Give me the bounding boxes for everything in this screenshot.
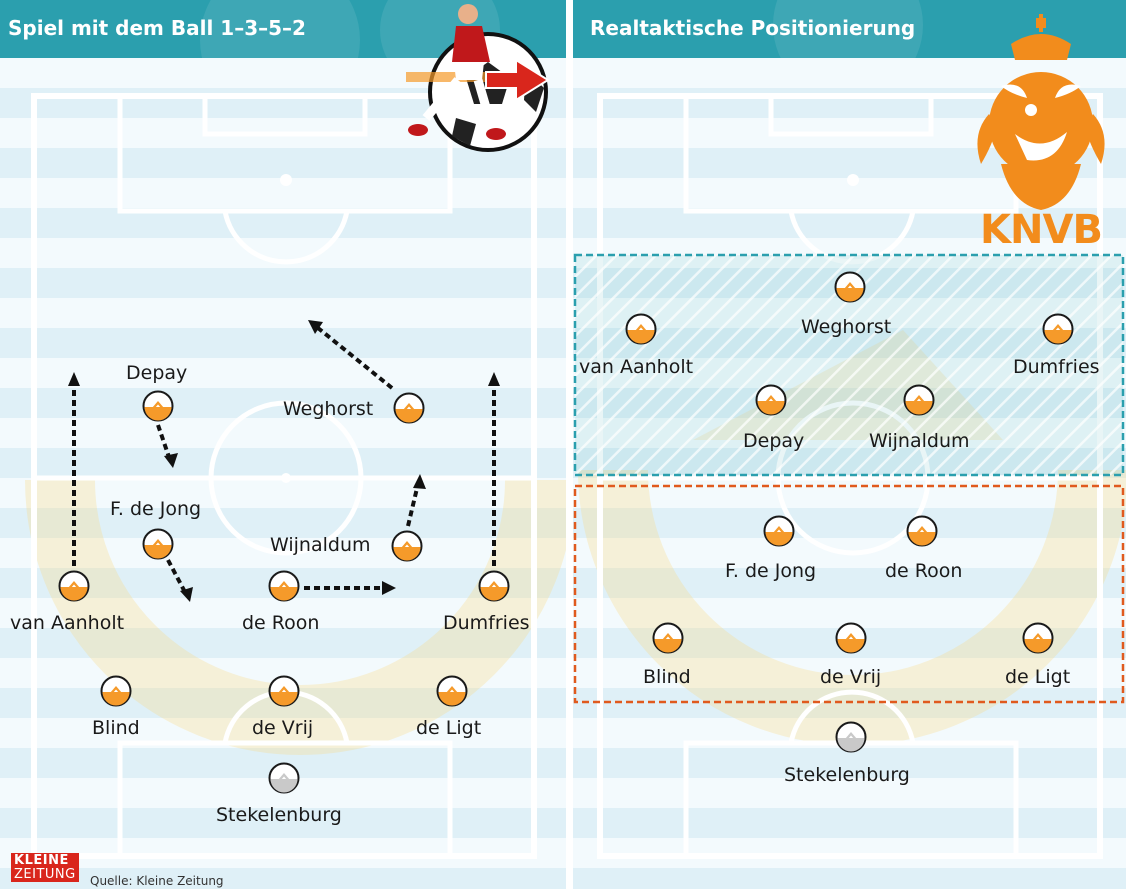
player-name: van Aanholt: [579, 356, 694, 378]
player-marker: [58, 570, 90, 602]
arrow-wijnaldum: [406, 483, 420, 527]
player-marker: [142, 528, 174, 560]
player-name: van Aanholt: [10, 612, 125, 634]
player-marker: [100, 675, 132, 707]
player-name: Depay: [743, 430, 805, 452]
defense-zone: [573, 484, 1125, 704]
player-marker: [906, 515, 938, 547]
player-name: Stekelenburg: [216, 804, 342, 826]
header-decoration: [773, 0, 923, 58]
chevron-up-icon: [903, 384, 935, 416]
football-player-icon: [406, 4, 550, 152]
goalkeeper-marker: [835, 721, 867, 753]
player-name: Blind: [92, 717, 140, 739]
player-name: de Ligt: [416, 717, 482, 739]
player-name: de Roon: [242, 612, 320, 634]
right-panel-title: Realtaktische Positionierung: [590, 16, 916, 40]
chevron-up-icon: [652, 622, 684, 654]
player-name: de Vrij: [820, 666, 882, 688]
source-note: Quelle: Kleine Zeitung: [90, 874, 224, 888]
player-name: Dumfries: [443, 612, 530, 634]
player-name: Wijnaldum: [869, 430, 970, 452]
player-name: Blind: [643, 666, 691, 688]
lion-crest-icon: [977, 14, 1105, 210]
chevron-up-icon: [58, 570, 90, 602]
knvb-wordmark: KNVB: [980, 207, 1103, 253]
player-marker: [393, 392, 425, 424]
chevron-up-icon: [834, 271, 866, 303]
player-marker: [834, 271, 866, 303]
chevron-up-icon: [436, 675, 468, 707]
arrowhead-de-roon: [382, 581, 396, 595]
chevron-up-icon: [906, 515, 938, 547]
kleine-zeitung-logo: KLEINE ZEITUNG: [11, 853, 79, 882]
knvb-logo: KNVB: [971, 14, 1111, 250]
player-marker: [652, 622, 684, 654]
chevron-up-icon: [268, 762, 300, 794]
left-field-lines: [25, 479, 566, 755]
right-panel: Realtaktische Positionierung: [573, 0, 1126, 889]
goalkeeper-marker: [268, 762, 300, 794]
player-name: Weghorst: [283, 398, 374, 420]
arrow-fdejong: [166, 559, 188, 595]
chevron-up-icon: [478, 570, 510, 602]
chevron-up-icon: [1022, 622, 1054, 654]
arrowhead-van-aanholt: [68, 372, 80, 386]
arrow-depay: [156, 424, 172, 461]
chevron-up-icon: [835, 622, 867, 654]
left-panel-title: Spiel mit dem Ball 1–3–5–2: [8, 16, 306, 40]
chevron-up-icon: [755, 384, 787, 416]
player-marker: [436, 675, 468, 707]
player-name: de Roon: [885, 560, 963, 582]
chevron-up-icon: [393, 392, 425, 424]
player-name: de Vrij: [252, 717, 314, 739]
player-marker: [1022, 622, 1054, 654]
movement-arrows: [68, 320, 500, 602]
chevron-up-icon: [142, 528, 174, 560]
player-marker: [478, 570, 510, 602]
chevron-up-icon: [268, 570, 300, 602]
player-name: Depay: [126, 362, 188, 384]
chevron-up-icon: [763, 515, 795, 547]
player-marker: [142, 390, 174, 422]
player-name: de Ligt: [1005, 666, 1071, 688]
arrowhead-wijnaldum: [413, 474, 426, 489]
player-name: Stekelenburg: [784, 764, 910, 786]
player-marker: [625, 313, 657, 345]
player-marker: [835, 622, 867, 654]
player-marker: [391, 530, 423, 562]
player-name: Weghorst: [801, 316, 892, 338]
player-marker: [755, 384, 787, 416]
chevron-up-icon: [100, 675, 132, 707]
player-name: F. de Jong: [110, 498, 202, 520]
chevron-up-icon: [1042, 313, 1074, 345]
arrowhead-dumfries: [488, 372, 500, 386]
player-marker: [903, 384, 935, 416]
chevron-up-icon: [142, 390, 174, 422]
chevron-up-icon: [625, 313, 657, 345]
player-marker: [268, 570, 300, 602]
player-marker: [1042, 313, 1074, 345]
brand-line-2: ZEITUNG: [14, 867, 76, 882]
chevron-up-icon: [835, 721, 867, 753]
left-panel: Spiel mit dem Ball 1–3–5–2: [0, 0, 566, 889]
player-name: F. de Jong: [725, 560, 817, 582]
chevron-up-icon: [268, 675, 300, 707]
arrow-weghorst: [316, 326, 394, 390]
arrowhead-depay: [164, 453, 178, 468]
player-marker: [763, 515, 795, 547]
chevron-up-icon: [391, 530, 423, 562]
brand-line-1: KLEINE: [14, 853, 69, 868]
header-decoration: [200, 0, 360, 58]
arrowhead-fdejong: [180, 587, 193, 602]
left-pitch: [0, 58, 566, 889]
right-panel-header: Realtaktische Positionierung: [573, 0, 1126, 58]
player-name: Wijnaldum: [270, 534, 371, 556]
arrowhead-weghorst: [308, 320, 323, 334]
player-marker: [268, 675, 300, 707]
player-name: Dumfries: [1013, 356, 1100, 378]
